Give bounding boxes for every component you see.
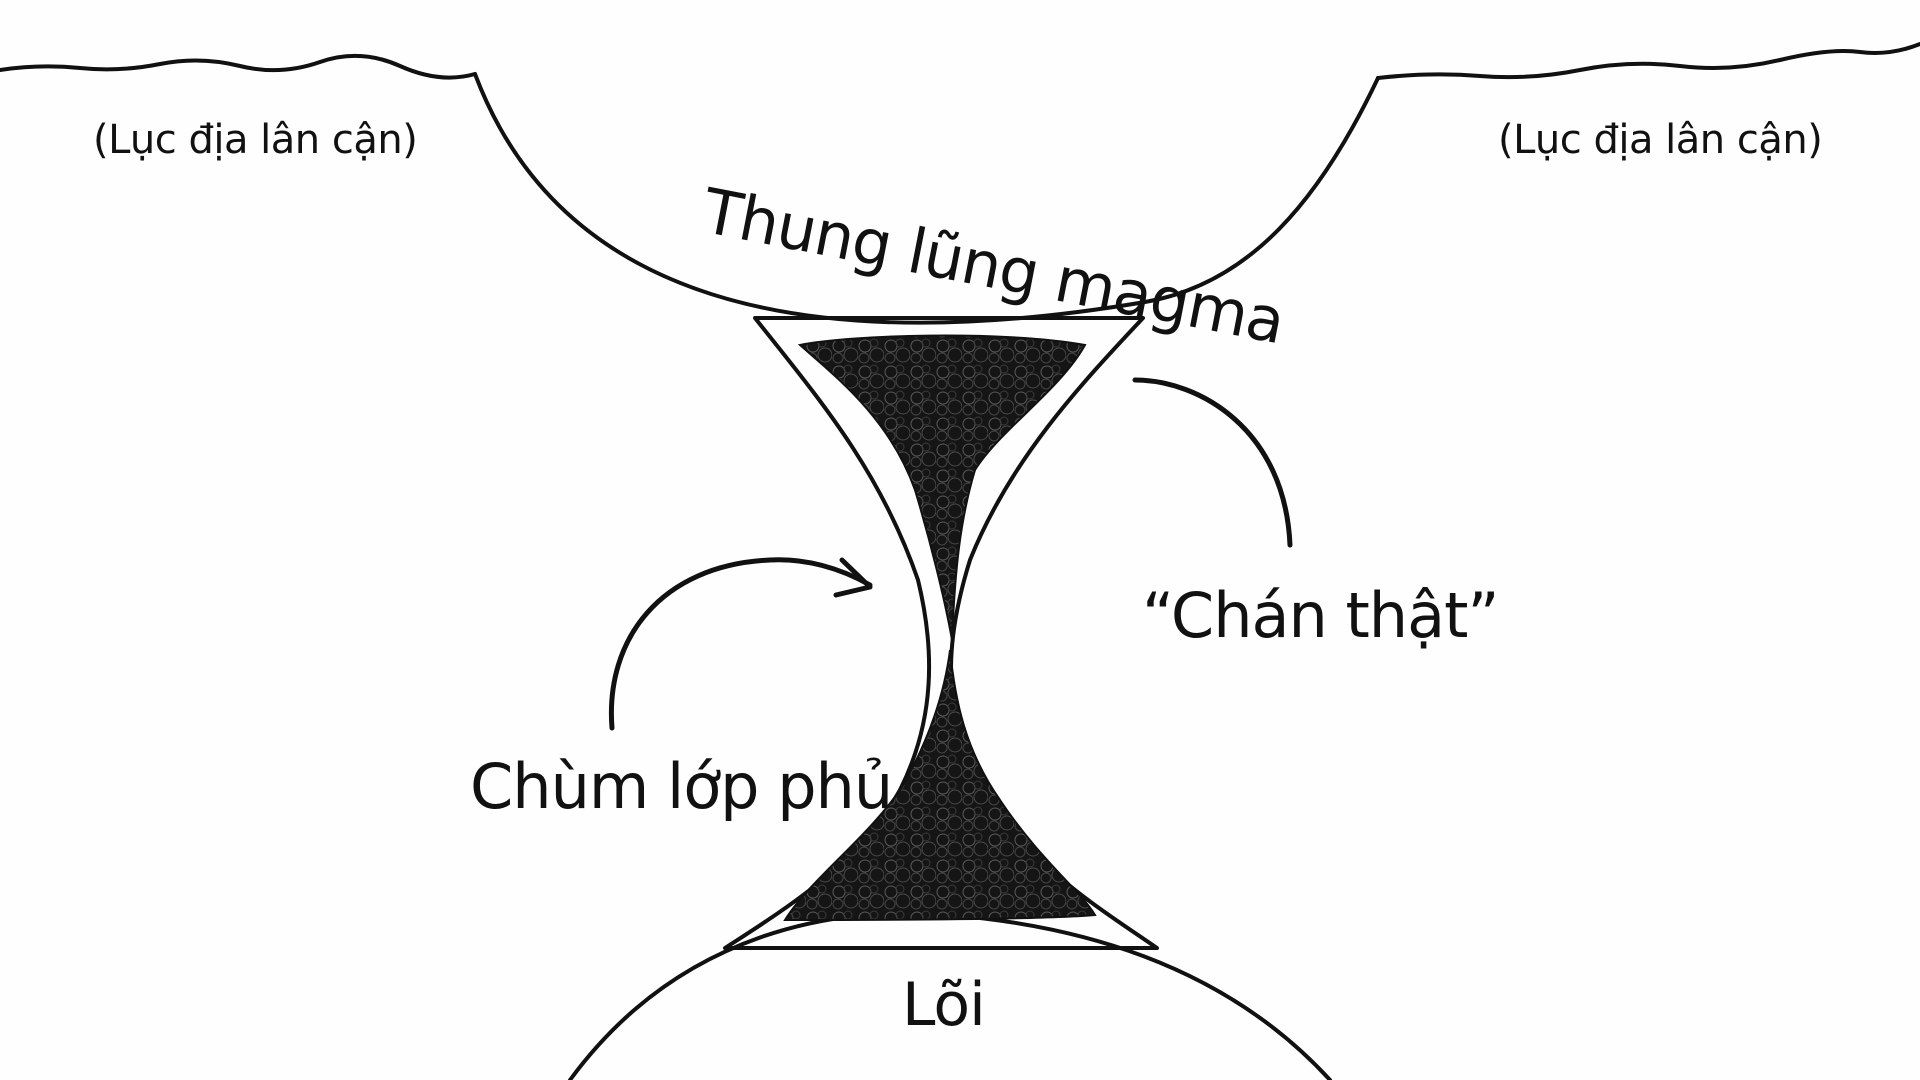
mantle-plume-arrow (608, 557, 873, 731)
plume-lower-blob (783, 649, 1097, 922)
mantle-neck-outline (723, 316, 1159, 950)
surface-line-right (1376, 42, 1920, 80)
left-continent-label: (Lục địa lân cận) (93, 117, 418, 163)
chan-that-label: “Chán thật” (1142, 579, 1500, 652)
mantle-plume-label: Chùm lớp phủ (470, 750, 893, 823)
right-continent-label: (Lục địa lân cận) (1498, 117, 1823, 163)
surface-line-left (0, 53, 477, 80)
mantle-plume-arrowhead (833, 557, 873, 598)
core-label: Lõi (902, 970, 986, 1040)
chan-that-leader-line (1132, 377, 1293, 548)
plume-upper-blob (797, 334, 1087, 641)
